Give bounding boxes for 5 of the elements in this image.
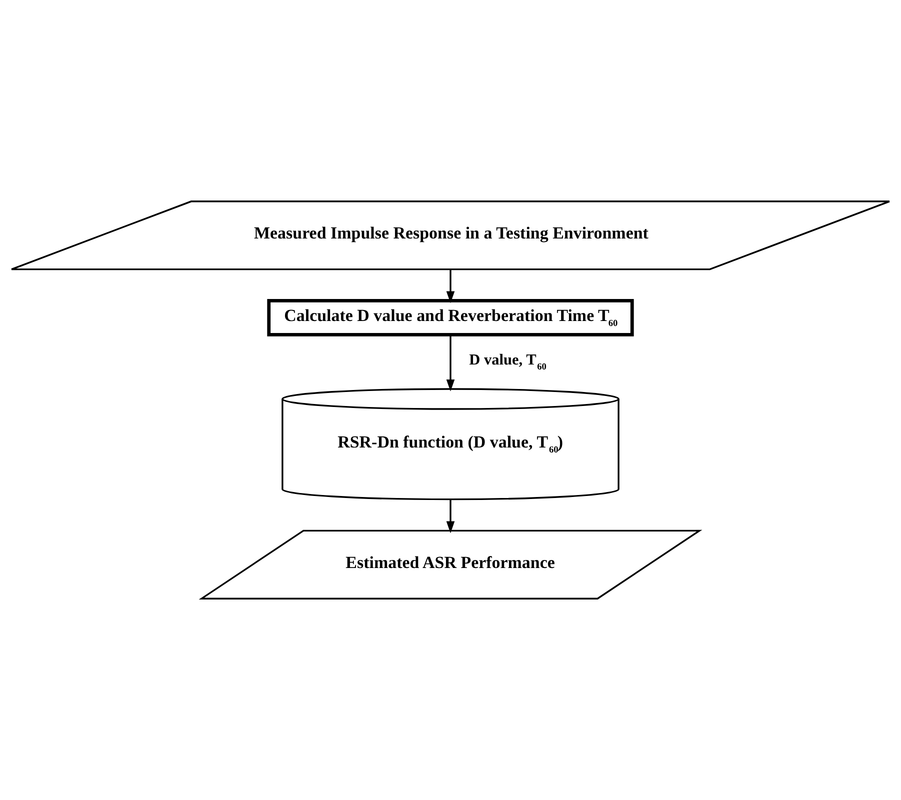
arrow — [446, 500, 455, 534]
arrow — [446, 334, 455, 392]
node-box: Calculate D value and Reverberation Time T$_{60}$ — [267, 299, 634, 336]
arrow — [446, 269, 455, 304]
edge-label: D value, T$_{60}$ — [469, 352, 546, 373]
